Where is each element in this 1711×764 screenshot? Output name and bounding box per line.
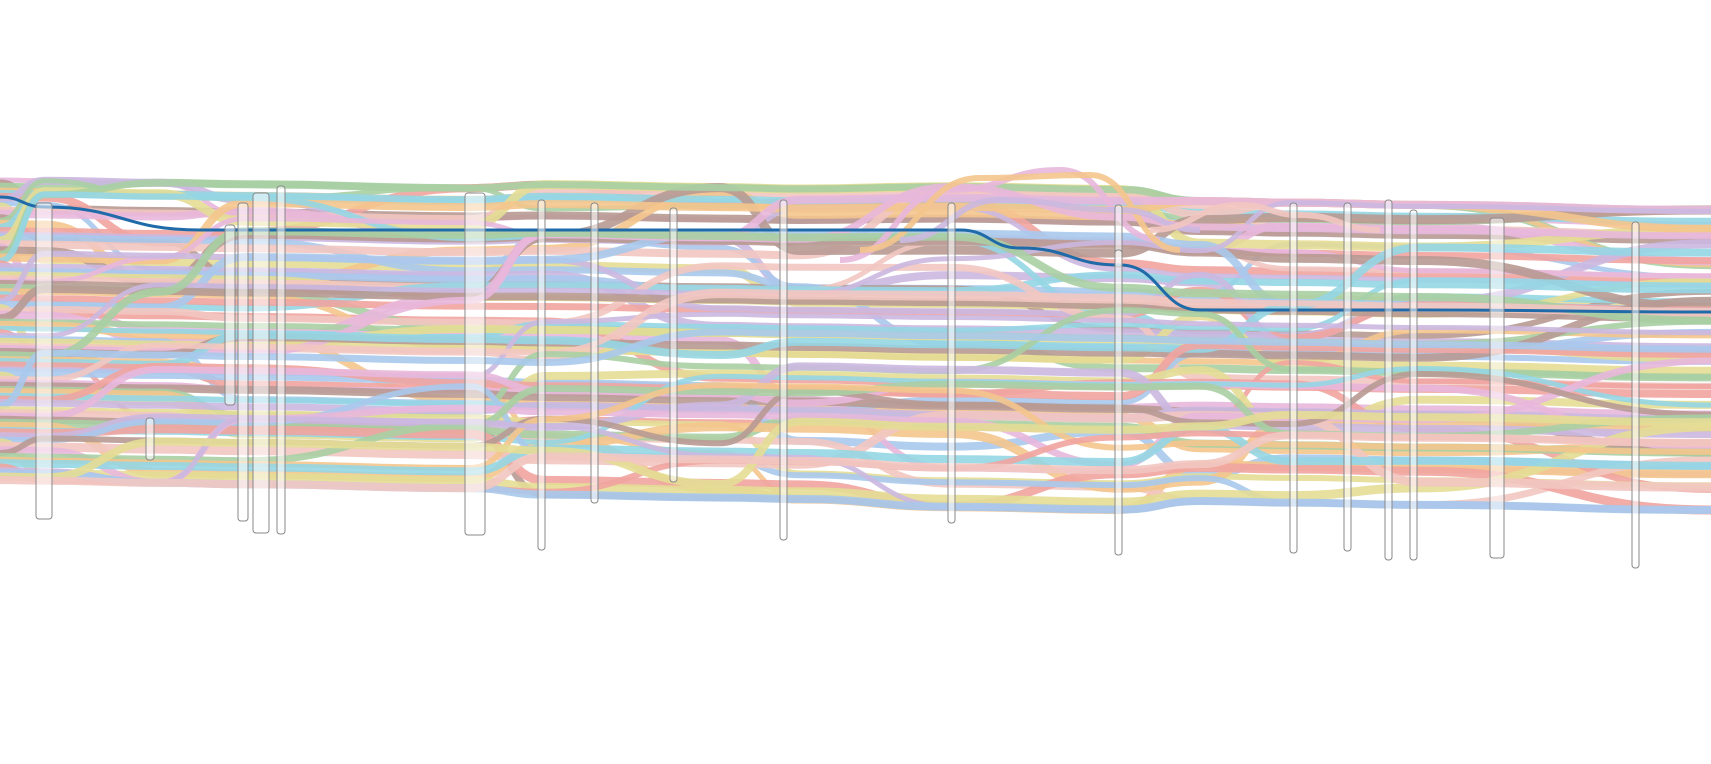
session-box	[252, 192, 270, 534]
session-box	[669, 207, 678, 483]
character-line	[0, 277, 1711, 340]
character-line	[0, 271, 1711, 312]
session-box	[1489, 217, 1505, 559]
session-box	[145, 417, 155, 461]
session-box	[1409, 209, 1418, 561]
session-box	[1114, 249, 1123, 556]
character-line	[0, 362, 1711, 442]
character-line	[0, 431, 1711, 493]
highlighted-character-line	[0, 195, 1711, 314]
session-box	[276, 185, 286, 535]
session-box	[224, 224, 236, 406]
character-line	[1149, 201, 1381, 233]
session-box	[537, 199, 546, 551]
session-box	[464, 192, 486, 536]
session-box	[590, 202, 599, 504]
session-box	[947, 202, 956, 524]
session-box	[1384, 199, 1393, 561]
session-box	[779, 199, 788, 541]
session-box	[1289, 202, 1298, 554]
session-boxes	[35, 185, 1640, 569]
session-box	[237, 202, 249, 522]
character-line	[0, 262, 1711, 390]
character-line	[0, 288, 1711, 383]
session-box	[1343, 202, 1352, 552]
character-line	[0, 424, 1711, 476]
character-line	[0, 227, 1711, 361]
session-box	[35, 202, 53, 520]
character-line	[0, 422, 1711, 507]
session-box	[1631, 221, 1640, 569]
